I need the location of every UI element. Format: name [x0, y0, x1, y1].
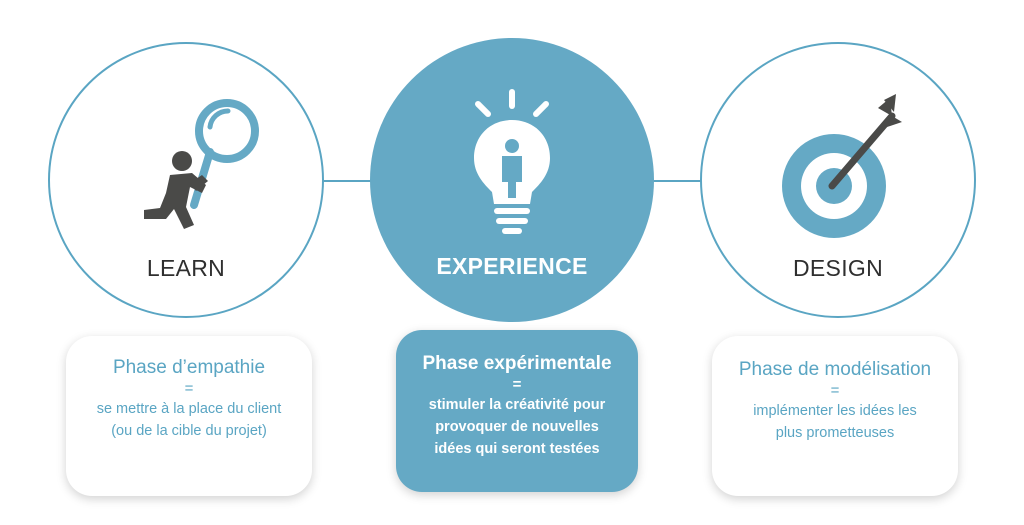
experience-circle: EXPERIENCE [370, 38, 654, 322]
design-label: DESIGN [793, 255, 883, 281]
learn-card-equals: = [184, 380, 194, 397]
learn-card: Phase d’empathie = se mettre à la place … [66, 336, 312, 496]
design-card-title: Phase de modélisation [738, 359, 932, 380]
design-card-desc-line-1: implémenter les idées les [753, 403, 917, 419]
experience-card-equals: = [512, 376, 522, 393]
learn-circle: LEARN [48, 42, 324, 318]
experience-label: EXPERIENCE [436, 253, 588, 279]
experience-card: Phase expérimentale = stimuler la créati… [396, 330, 638, 492]
learn-label: LEARN [146, 255, 226, 281]
learn-card-title: Phase d’empathie [112, 357, 266, 378]
experience-card-desc-line-3: idées qui seront testées [434, 441, 600, 457]
experience-card-desc-line-1: stimuler la créativité pour [428, 397, 606, 413]
lightbulb-person-icon [474, 89, 550, 234]
design-card-equals: = [830, 382, 840, 399]
experience-card-desc-line-2: provoquer de nouvelles [435, 419, 599, 435]
learn-card-desc-line-1: se mettre à la place du client [96, 401, 282, 417]
design-card: Phase de modélisation = implémenter les … [712, 336, 958, 496]
target-arrow-icon [782, 94, 902, 238]
design-circle: DESIGN [700, 42, 976, 318]
searching-person-magnifier-icon [144, 99, 259, 229]
design-card-desc-line-2: plus prometteuses [775, 425, 895, 441]
experience-card-title: Phase expérimentale [422, 353, 612, 374]
learn-card-desc-line-2: (ou de la cible du projet) [111, 423, 267, 439]
